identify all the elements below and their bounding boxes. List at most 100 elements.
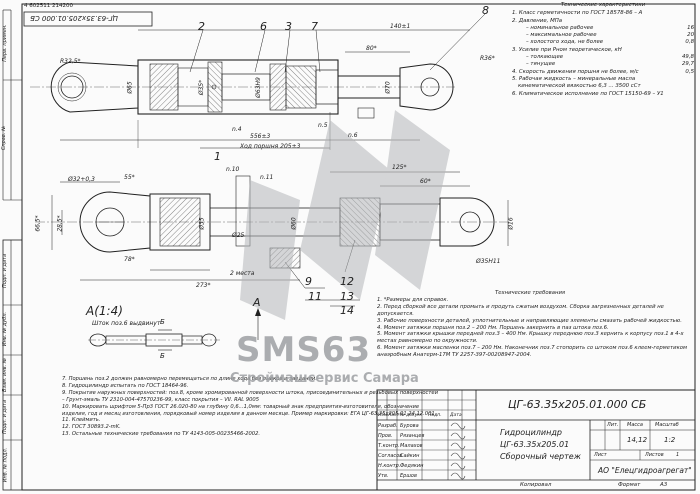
detail-caption: Шток поз.6 выдвинут <box>92 320 161 327</box>
spec-label: 4. Скорость движения поршня не более, м/… <box>512 68 639 75</box>
copied-label: Копировал <box>520 482 552 488</box>
dim-r325: R32,5* <box>60 58 81 65</box>
spec-label: кинематической вязкостью 6,3 ... 3500 сС… <box>518 83 641 90</box>
name-2: Малахов <box>400 443 423 449</box>
dim-d70: Ø70 <box>384 81 392 94</box>
spec-label: 1. Класс герметичности по ГОСТ 18578-86 … <box>512 10 643 17</box>
spec-label: 5. Рабочая жидкость – минеральные масла <box>512 75 636 82</box>
dim-55: 55* <box>124 174 135 181</box>
spec-row: – номинальное рабочее 16 <box>512 25 694 32</box>
sheet-label: Лист <box>594 452 607 458</box>
requirement-item: 4. Момент затяжки поршня поз.2 – 200 Нм.… <box>377 324 609 331</box>
spec-label: 2. Давление, МПа <box>512 17 563 24</box>
spec-value: 0,5 <box>685 68 694 75</box>
spec-label: – номинальное рабочее <box>526 24 594 31</box>
specs-title: Технические характеристики <box>560 2 646 8</box>
col-header-scale: Масштаб <box>655 422 679 428</box>
side-label-4: Взам. инв. № <box>1 358 8 392</box>
change-header-1: Лист <box>388 413 400 418</box>
col-header-mass: Масса <box>627 422 643 428</box>
callout-12: 12 <box>340 275 354 288</box>
note-item: 12. ГОСТ 30893.2-mK. <box>62 424 121 431</box>
dim-r36: R36* <box>480 55 495 62</box>
callout-7: 7 <box>311 20 318 33</box>
dim-d32: Ø32+0,3 <box>68 176 95 183</box>
sheets-label: Листов <box>645 452 664 458</box>
note-item: 9. Покрытие наружных поверхностей: поз.8… <box>62 389 438 403</box>
sheets-value: 1 <box>676 452 680 458</box>
dim-d65: Ø65 <box>126 81 134 94</box>
dim-80: 80* <box>366 45 377 52</box>
change-header-3: Подп. <box>428 413 442 418</box>
spec-value: 29,7 <box>681 61 694 68</box>
role-0: Разраб. <box>378 423 398 429</box>
callout-3: 3 <box>285 20 292 33</box>
view-mark-b1: Б <box>160 352 165 360</box>
technical-requirements: Технические требования 1. *Размеры для с… <box>377 290 689 359</box>
name-4: Федякин <box>400 463 424 469</box>
name-line-1: ЦГ-63.35х205.01 <box>500 440 570 449</box>
callout-9: 9 <box>305 275 312 288</box>
dim-d60: Ø60 <box>290 217 298 230</box>
callout-1: 1 <box>214 150 221 163</box>
change-header-0: Изм. <box>378 413 389 418</box>
dim-d63: Ø63Н9 <box>254 77 262 98</box>
callout-14: 14 <box>340 304 354 317</box>
spec-row: 5. Рабочая жидкость – минеральные масла <box>512 76 694 83</box>
spec-row: – максимальное рабочее 20 <box>512 32 694 39</box>
dim-d35: Ø35* <box>198 79 206 96</box>
dim-125: 125* <box>392 164 407 171</box>
name-0: Бурова <box>400 423 419 429</box>
technical-specs: Технические характеристики 1. Класс герм… <box>512 2 694 98</box>
spec-row: 6. Климатическое исполнение по ГОСТ 1515… <box>512 91 694 98</box>
name-line-0: Гидроцилиндр <box>500 428 562 437</box>
name-3: Сайкин <box>400 453 420 459</box>
spec-row: 4. Скорость движения поршня не более, м/… <box>512 69 694 76</box>
watermark-brand: SMS63 <box>236 330 372 370</box>
watermark-subtitle: Строймашсервис Самара <box>230 371 419 386</box>
view-mark-b2: Б <box>160 318 165 326</box>
drawing-designation: ЦГ-63.35х205.01.000 СБ <box>508 398 647 411</box>
dim-78: 78* <box>124 256 135 263</box>
spec-row: 3. Усилие при Pном теоретическое, кН <box>512 47 694 54</box>
dim-stroke: Ход поршня 205±3 <box>240 143 301 150</box>
format-label: Формат <box>618 482 641 488</box>
spec-value: 0,8 <box>685 39 694 46</box>
note-item: 7. Поршень поз.2 должен равномерно перем… <box>62 376 317 382</box>
callout-13: 13 <box>340 290 354 303</box>
format-value: А3 <box>660 482 668 488</box>
requirement-item: 5. Момент затяжки крышки передней поз.3 … <box>377 331 684 345</box>
organization: АО "Елецгидроагрегат" <box>598 466 692 475</box>
side-label-5: Подп. и дата <box>2 399 9 435</box>
spec-value: 16 <box>687 24 694 31</box>
role-1: Пров. <box>378 433 393 439</box>
dim-d35h11: Ø35Н11 <box>476 258 501 265</box>
name-line-2: Сборочный чертеж <box>500 452 581 461</box>
barcode-number: 4 602511 214200 <box>24 3 73 9</box>
spec-label: – максимальное рабочее <box>526 32 597 39</box>
dim-d16: Ø16 <box>507 217 515 230</box>
callout-2: 2 <box>198 20 205 33</box>
mass-value: 14,12 <box>627 436 648 444</box>
requirements-title: Технические требования <box>495 290 566 296</box>
col-header-lit: Лит. <box>607 422 619 428</box>
scale-value: 1:2 <box>664 436 676 444</box>
spec-label: – тянущее <box>526 61 556 68</box>
dim-d35-sec: Ø35 <box>198 217 206 230</box>
spec-row: 1. Класс герметичности по ГОСТ 18578-86 … <box>512 10 694 17</box>
spec-value: 20 <box>687 32 694 39</box>
dim-273: 273* <box>196 282 211 289</box>
dim-n4: n.4 <box>232 126 242 133</box>
detail-title: А(1:4) <box>86 304 123 318</box>
change-header-4: Дата <box>450 413 462 418</box>
dim-d25: Ø25 <box>232 232 245 239</box>
dim-556: 556±3 <box>250 133 271 140</box>
requirement-item: 6. Момент затяжки масленки поз.7 – 200 Н… <box>377 345 688 359</box>
watermark-emblem <box>240 110 450 320</box>
side-label-1: Справ. № <box>1 125 8 151</box>
spec-row: 2. Давление, МПа <box>512 18 694 25</box>
role-5: Утв. <box>378 473 389 479</box>
